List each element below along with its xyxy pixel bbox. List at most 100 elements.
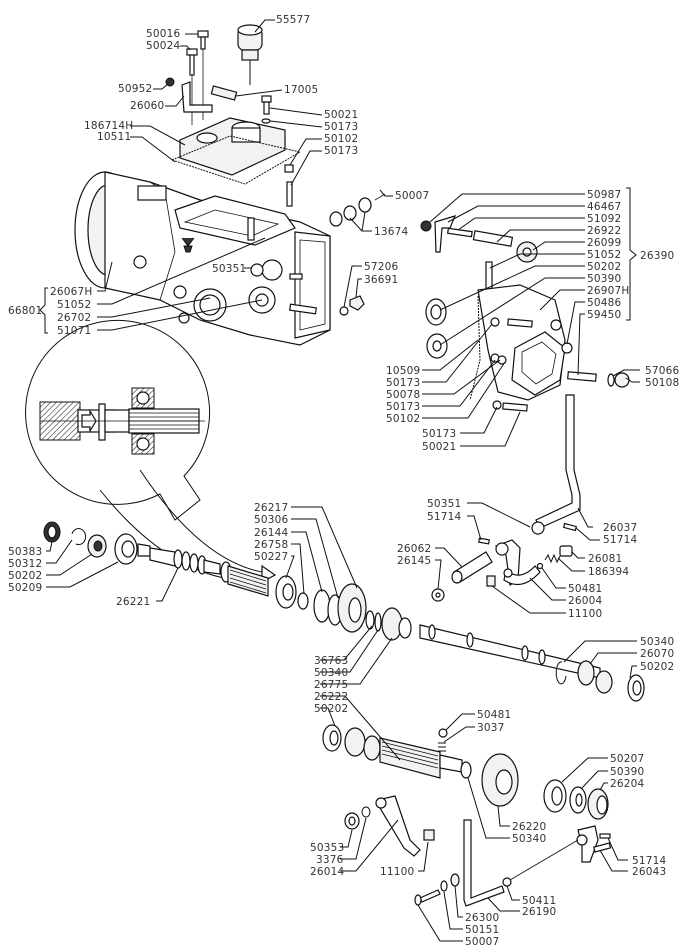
- label-26060: 26060: [130, 100, 164, 112]
- label-50340: 50340: [512, 833, 546, 845]
- label-50481: 50481: [568, 583, 602, 595]
- label-26758: 26758: [254, 539, 288, 551]
- label-26222: 26222: [314, 691, 348, 703]
- label-57206: 57206: [364, 261, 399, 273]
- label-26775: 26775: [314, 679, 348, 691]
- label-50202: 50202: [640, 661, 674, 673]
- label-51714: 51714: [427, 511, 462, 523]
- label-50312: 50312: [8, 558, 42, 570]
- dipstick-part: [237, 24, 263, 85]
- label-50351: 50351: [427, 498, 461, 510]
- label-50202: 50202: [587, 261, 621, 273]
- label-50987: 50987: [587, 189, 621, 201]
- label-26190: 26190: [522, 906, 556, 918]
- label-3376: 3376: [316, 854, 344, 866]
- label-51052: 51052: [587, 249, 621, 261]
- label-50207: 50207: [610, 753, 644, 765]
- label-26221: 26221: [116, 596, 150, 608]
- group-label-26390: 26390: [640, 250, 674, 262]
- label-50021: 50021: [422, 441, 456, 453]
- group-label-66801: 66801: [8, 305, 42, 317]
- label-26037: 26037: [603, 522, 637, 534]
- label-51071: 51071: [57, 325, 91, 337]
- label-26081: 26081: [588, 553, 622, 565]
- label-50227: 50227: [254, 551, 288, 563]
- part-number-labels: 55577 50016 50024 50952 26060 17005 5002…: [8, 14, 680, 948]
- label-50383: 50383: [8, 546, 42, 558]
- label-26067h: 26067H: [50, 286, 93, 298]
- label-26014: 26014: [310, 866, 345, 878]
- label-50078: 50078: [386, 389, 420, 401]
- label-50016: 50016: [146, 28, 181, 40]
- label-26099: 26099: [587, 237, 621, 249]
- label-50390: 50390: [587, 273, 621, 285]
- label-50209: 50209: [8, 582, 42, 594]
- countershaft-assembly: [320, 695, 609, 839]
- breather-part: [210, 85, 238, 101]
- label-50024: 50024: [146, 40, 181, 52]
- bolt-part: [186, 30, 209, 125]
- top-cover-assembly: [130, 19, 323, 207]
- gasket-part: [170, 135, 302, 185]
- label-50173: 50173: [324, 145, 358, 157]
- label-26043: 26043: [632, 866, 666, 878]
- label-50306: 50306: [254, 514, 289, 526]
- label-59450: 59450: [587, 309, 621, 321]
- magnifier-inset: [25, 319, 211, 521]
- label-50021: 50021: [324, 109, 358, 121]
- bracket-part: [181, 81, 213, 113]
- label-26004: 26004: [568, 595, 603, 607]
- label-26220: 26220: [512, 821, 546, 833]
- label-50173: 50173: [386, 377, 420, 389]
- side-cover-assembly: [420, 187, 640, 447]
- label-26062: 26062: [397, 543, 431, 555]
- label-50340: 50340: [314, 667, 348, 679]
- label-10511: 10511: [97, 131, 131, 143]
- label-57066: 57066: [645, 365, 680, 377]
- label-26145: 26145: [397, 555, 431, 567]
- label-51714: 51714: [603, 534, 638, 546]
- label-50353: 50353: [310, 842, 344, 854]
- label-50102: 50102: [324, 133, 358, 145]
- label-50151: 50151: [465, 924, 499, 936]
- label-50173: 50173: [324, 121, 358, 133]
- mainshaft-assembly: [419, 624, 645, 702]
- label-50481: 50481: [477, 709, 511, 721]
- label-11100: 11100: [380, 866, 414, 878]
- main-housing: [39, 171, 393, 346]
- label-50486: 50486: [587, 297, 622, 309]
- label-50952: 50952: [118, 83, 152, 95]
- label-26702: 26702: [57, 312, 91, 324]
- input-shaft-assembly: [43, 506, 412, 685]
- label-26070: 26070: [640, 648, 674, 660]
- label-186714h: 186714H: [84, 120, 133, 132]
- label-50411: 50411: [522, 895, 556, 907]
- label-51714: 51714: [632, 855, 667, 867]
- label-10509: 10509: [386, 365, 420, 377]
- label-186394: 186394: [588, 566, 629, 578]
- label-50390: 50390: [610, 766, 644, 778]
- label-17005: 17005: [284, 84, 318, 96]
- label-50351: 50351: [212, 263, 246, 275]
- seal-part: [250, 263, 264, 277]
- label-50102: 50102: [386, 413, 420, 425]
- label-50173: 50173: [422, 428, 456, 440]
- lower-lever-assembly: [340, 795, 435, 872]
- label-50202: 50202: [8, 570, 42, 582]
- label-26204: 26204: [610, 778, 645, 790]
- label-50007: 50007: [395, 190, 429, 202]
- label-26922: 26922: [587, 225, 621, 237]
- label-50108: 50108: [645, 377, 679, 389]
- label-26300: 26300: [465, 912, 499, 924]
- label-50340: 50340: [640, 636, 674, 648]
- label-26144: 26144: [254, 527, 289, 539]
- label-51052: 51052: [57, 299, 91, 311]
- label-36691: 36691: [364, 274, 398, 286]
- label-55577: 55577: [276, 14, 310, 26]
- lower-right-assembly: [414, 819, 628, 942]
- label-46467: 46467: [587, 201, 621, 213]
- label-36763: 36763: [314, 655, 348, 667]
- label-26217: 26217: [254, 502, 288, 514]
- label-50173: 50173: [386, 401, 420, 413]
